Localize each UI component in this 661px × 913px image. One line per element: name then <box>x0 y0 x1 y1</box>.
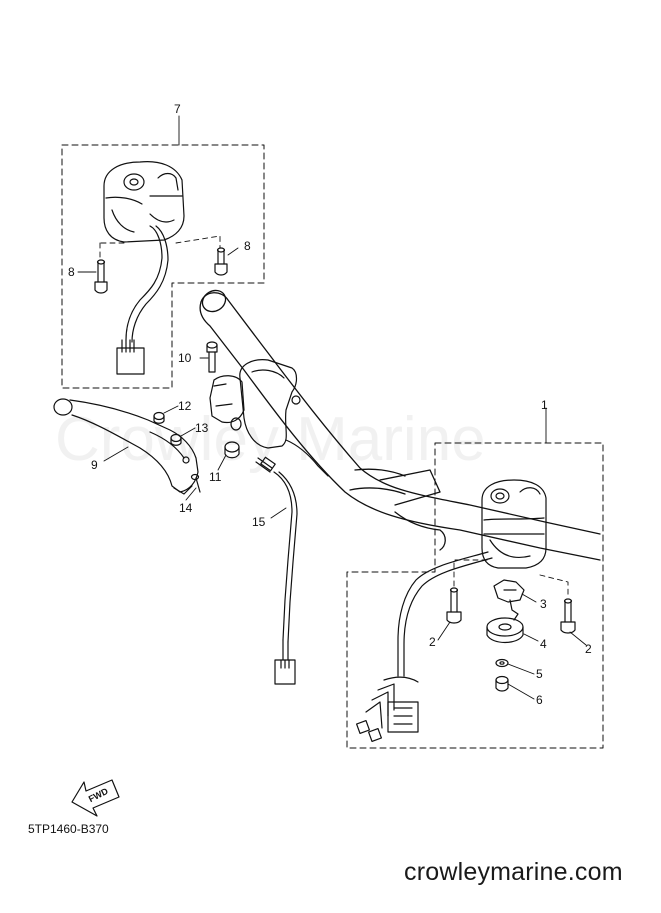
callout-1: 1 <box>541 398 548 412</box>
callout-14: 14 <box>179 501 193 515</box>
callout-2-left: 2 <box>429 635 436 649</box>
screw-6 <box>495 675 509 692</box>
right-switch-housing <box>481 479 547 569</box>
watermark-text: Crowley Marine <box>55 405 486 474</box>
group-box-7 <box>61 144 265 389</box>
callout-3: 3 <box>540 597 547 611</box>
callout-11: 11 <box>209 470 222 484</box>
screw-14 <box>190 473 201 493</box>
washer-5 <box>495 658 509 668</box>
brake-switch-wire <box>255 456 298 685</box>
group-box-1 <box>346 442 604 749</box>
handlebar <box>199 289 601 561</box>
callout-8-left: 8 <box>68 265 75 279</box>
callout-8-right: 8 <box>244 239 251 253</box>
callout-7: 7 <box>174 102 181 116</box>
callout-10: 10 <box>178 351 192 365</box>
callout-5: 5 <box>536 667 543 681</box>
left-switch-leaders <box>99 235 221 259</box>
bolt-12 <box>153 411 165 424</box>
nut-13 <box>170 433 182 446</box>
left-switch-housing <box>103 161 185 375</box>
fwd-arrow <box>71 779 120 817</box>
diagram-code: 5TP1460-B370 <box>28 822 109 836</box>
callout-6: 6 <box>536 693 543 707</box>
callout-9: 9 <box>91 458 98 472</box>
screw-8-right <box>214 247 228 276</box>
lever-bracket <box>209 359 329 477</box>
site-url[interactable]: crowleymarine.com <box>404 858 623 886</box>
screw-2-right <box>560 598 576 634</box>
callout-12: 12 <box>178 399 192 413</box>
callout-13: 13 <box>195 421 209 435</box>
brake-lever <box>53 398 199 495</box>
screw-8-left <box>94 259 108 294</box>
clip-3 <box>493 579 525 621</box>
callout-2-right: 2 <box>585 642 592 656</box>
callout-4: 4 <box>540 637 547 651</box>
callout-15: 15 <box>252 515 266 529</box>
screw-2-left <box>446 587 462 624</box>
bolt-10 <box>206 341 218 373</box>
nut-11 <box>224 441 240 459</box>
grommet-4 <box>486 617 524 644</box>
right-switch-leaders <box>453 559 569 599</box>
callout-leaders <box>77 115 587 700</box>
right-switch-wire <box>355 551 493 743</box>
